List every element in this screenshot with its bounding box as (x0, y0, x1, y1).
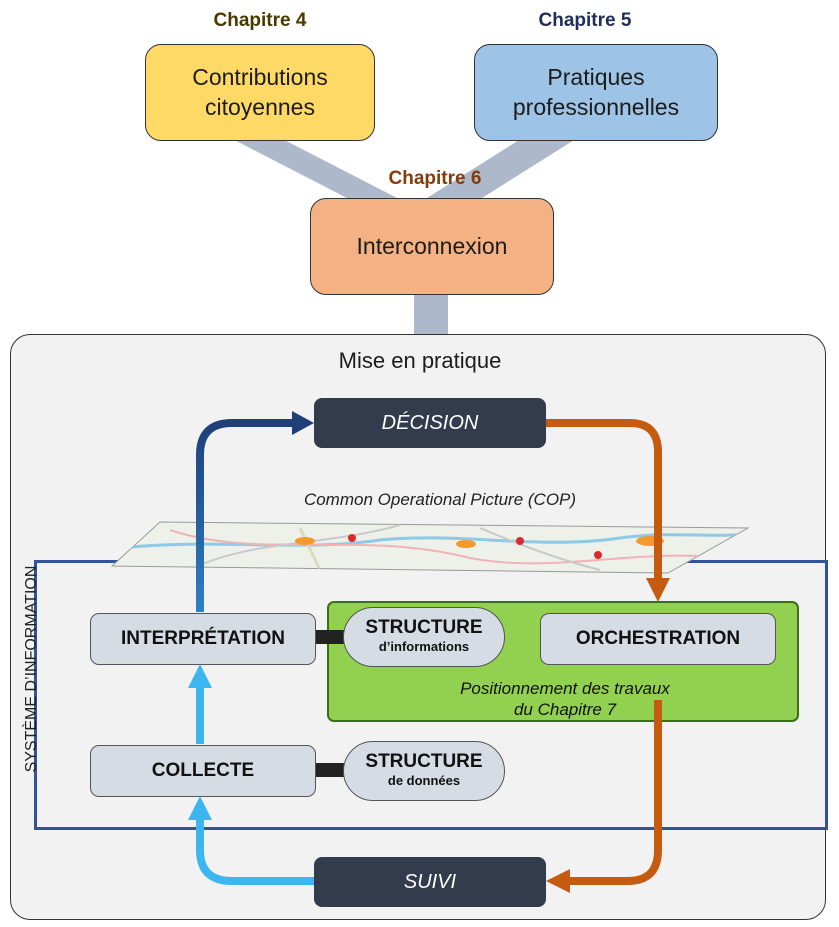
practice-title: Mise en pratique (338, 348, 502, 373)
pratiques-professionnelles-box: Pratiques professionnelles (474, 44, 718, 141)
cop-caption: Common Operational Picture (COP) (303, 490, 577, 509)
arrow-head-decision (292, 411, 314, 435)
arrow-interpretation-to-decision (196, 419, 294, 612)
collecte-connector (314, 763, 346, 777)
arrow-orchestration-to-suivi (568, 700, 662, 885)
chapter-7-caption-line2: du Chapitre 7 (513, 700, 617, 720)
structure-donnees-pill: STRUCTURE de données (343, 741, 505, 801)
structure-donnees-subtitle: de données (387, 773, 461, 788)
arrow-head-interpretation (188, 664, 212, 688)
collecte-box: COLLECTE (90, 745, 316, 797)
connector-ch4-ch6 (215, 130, 430, 215)
chapter-5-label: Chapitre 5 (538, 10, 632, 31)
arrow-decision-to-orchestration (546, 419, 662, 580)
chapter-7-caption-line1: Positionnement des travaux (460, 679, 670, 698)
structure-informations-pill: STRUCTURE d’informations (343, 607, 505, 667)
chapter-4-label: Chapitre 4 (213, 10, 307, 31)
contributions-citoyennes-box: Contributions citoyennes (145, 44, 375, 141)
interpretation-box: INTERPRÉTATION (90, 613, 316, 665)
connector-ch6-practice (414, 290, 448, 336)
chapter-6-label: Chapitre 6 (388, 168, 482, 189)
chapter-7-caption: Positionnement des travaux du Chapitre 7 (390, 678, 740, 721)
arrow-head-collecte (188, 796, 212, 820)
arrow-suivi-to-collecte (196, 818, 314, 885)
arrow-head-orchestration (646, 578, 670, 602)
structure-donnees-title: STRUCTURE (365, 751, 483, 773)
suivi-box: SUIVI (314, 857, 546, 907)
connector-ch5-ch6 (400, 130, 590, 215)
interconnexion-box: Interconnexion (310, 198, 554, 295)
decision-box: DÉCISION (314, 398, 546, 448)
structure-informations-subtitle: d’informations (378, 639, 470, 654)
cop-map-features (119, 524, 748, 571)
arrow-head-suivi (546, 869, 570, 893)
structure-informations-title: STRUCTURE (365, 617, 483, 639)
orchestration-box: ORCHESTRATION (540, 613, 776, 665)
interpretation-connector (314, 630, 346, 644)
